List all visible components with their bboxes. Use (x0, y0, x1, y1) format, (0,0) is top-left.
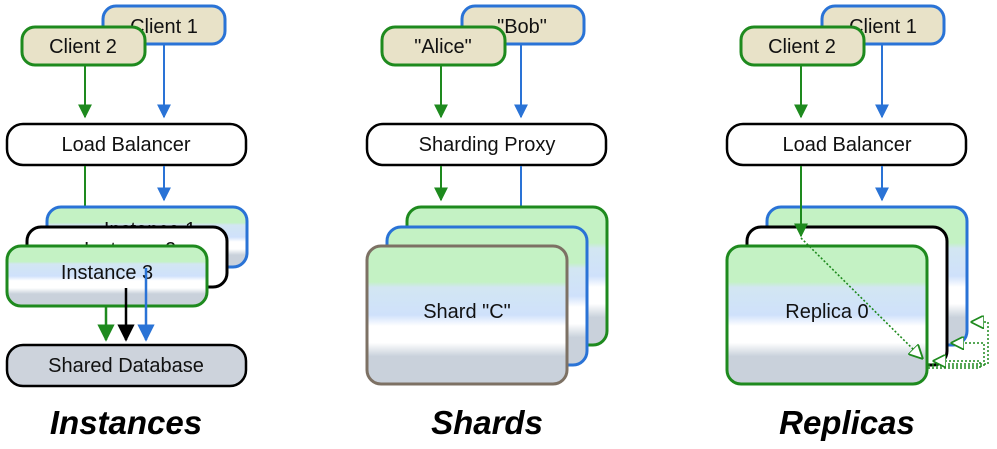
replicas-panel: Client 1 Client 2 Load Balancer Replica … (725, 4, 989, 441)
shard-front-node: Shard "C" (365, 244, 569, 386)
replica-front-node: Replica 0 (725, 244, 929, 386)
shards-title: Shards (431, 404, 543, 441)
client-1-label: Client 1 (849, 16, 917, 38)
client-2-label: Client 2 (768, 36, 836, 58)
client-1-label: Client 1 (130, 16, 198, 38)
client-bob-label: "Bob" (497, 16, 547, 38)
client-bob-node: "Bob" (460, 4, 586, 46)
load-balancer-node: Load Balancer (5, 122, 248, 167)
load-balancer-label: Load Balancer (62, 134, 191, 156)
replication-arrow-middle (928, 343, 985, 367)
instance-front-node: Instance 3 (5, 244, 209, 308)
instances-panel: Client 1 Client 2 Load Balancer Instance… (5, 4, 249, 441)
load-balancer-node: Load Balancer (725, 122, 968, 167)
shard-front-label: Shard "C" (423, 301, 511, 323)
replica-front-label: Replica 0 (785, 301, 868, 323)
replication-arrow-inner (928, 361, 981, 369)
instance-front-label: Instance 3 (61, 262, 153, 284)
sharding-proxy-node: Sharding Proxy (365, 122, 608, 167)
sharding-proxy-label: Sharding Proxy (419, 134, 556, 156)
client-2-node: Client 2 (739, 25, 866, 67)
replication-diagonal-arrow (800, 237, 922, 358)
shared-database-label: Shared Database (48, 355, 204, 377)
replication-arrow-outer (928, 322, 989, 365)
client-2-label: Client 2 (49, 36, 117, 58)
load-balancer-label: Load Balancer (783, 134, 912, 156)
client-alice-node: "Alice" (380, 25, 507, 67)
client-2-node: Client 2 (20, 25, 147, 67)
client-alice-label: "Alice" (414, 36, 472, 58)
shards-panel: "Bob" "Alice" Sharding Proxy Shard "C" S… (365, 4, 609, 441)
instances-title: Instances (50, 404, 202, 441)
replicas-title: Replicas (779, 404, 915, 441)
shared-database-node: Shared Database (5, 343, 248, 388)
